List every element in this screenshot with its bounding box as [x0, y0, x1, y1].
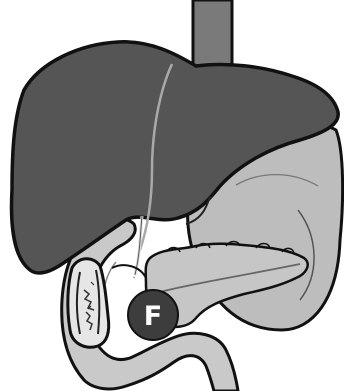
marker-label: F: [144, 301, 162, 332]
marker-f: F: [128, 290, 178, 340]
esophagus: [193, 0, 232, 70]
vessels: [112, 265, 146, 282]
gallbladder-section: [68, 259, 109, 347]
